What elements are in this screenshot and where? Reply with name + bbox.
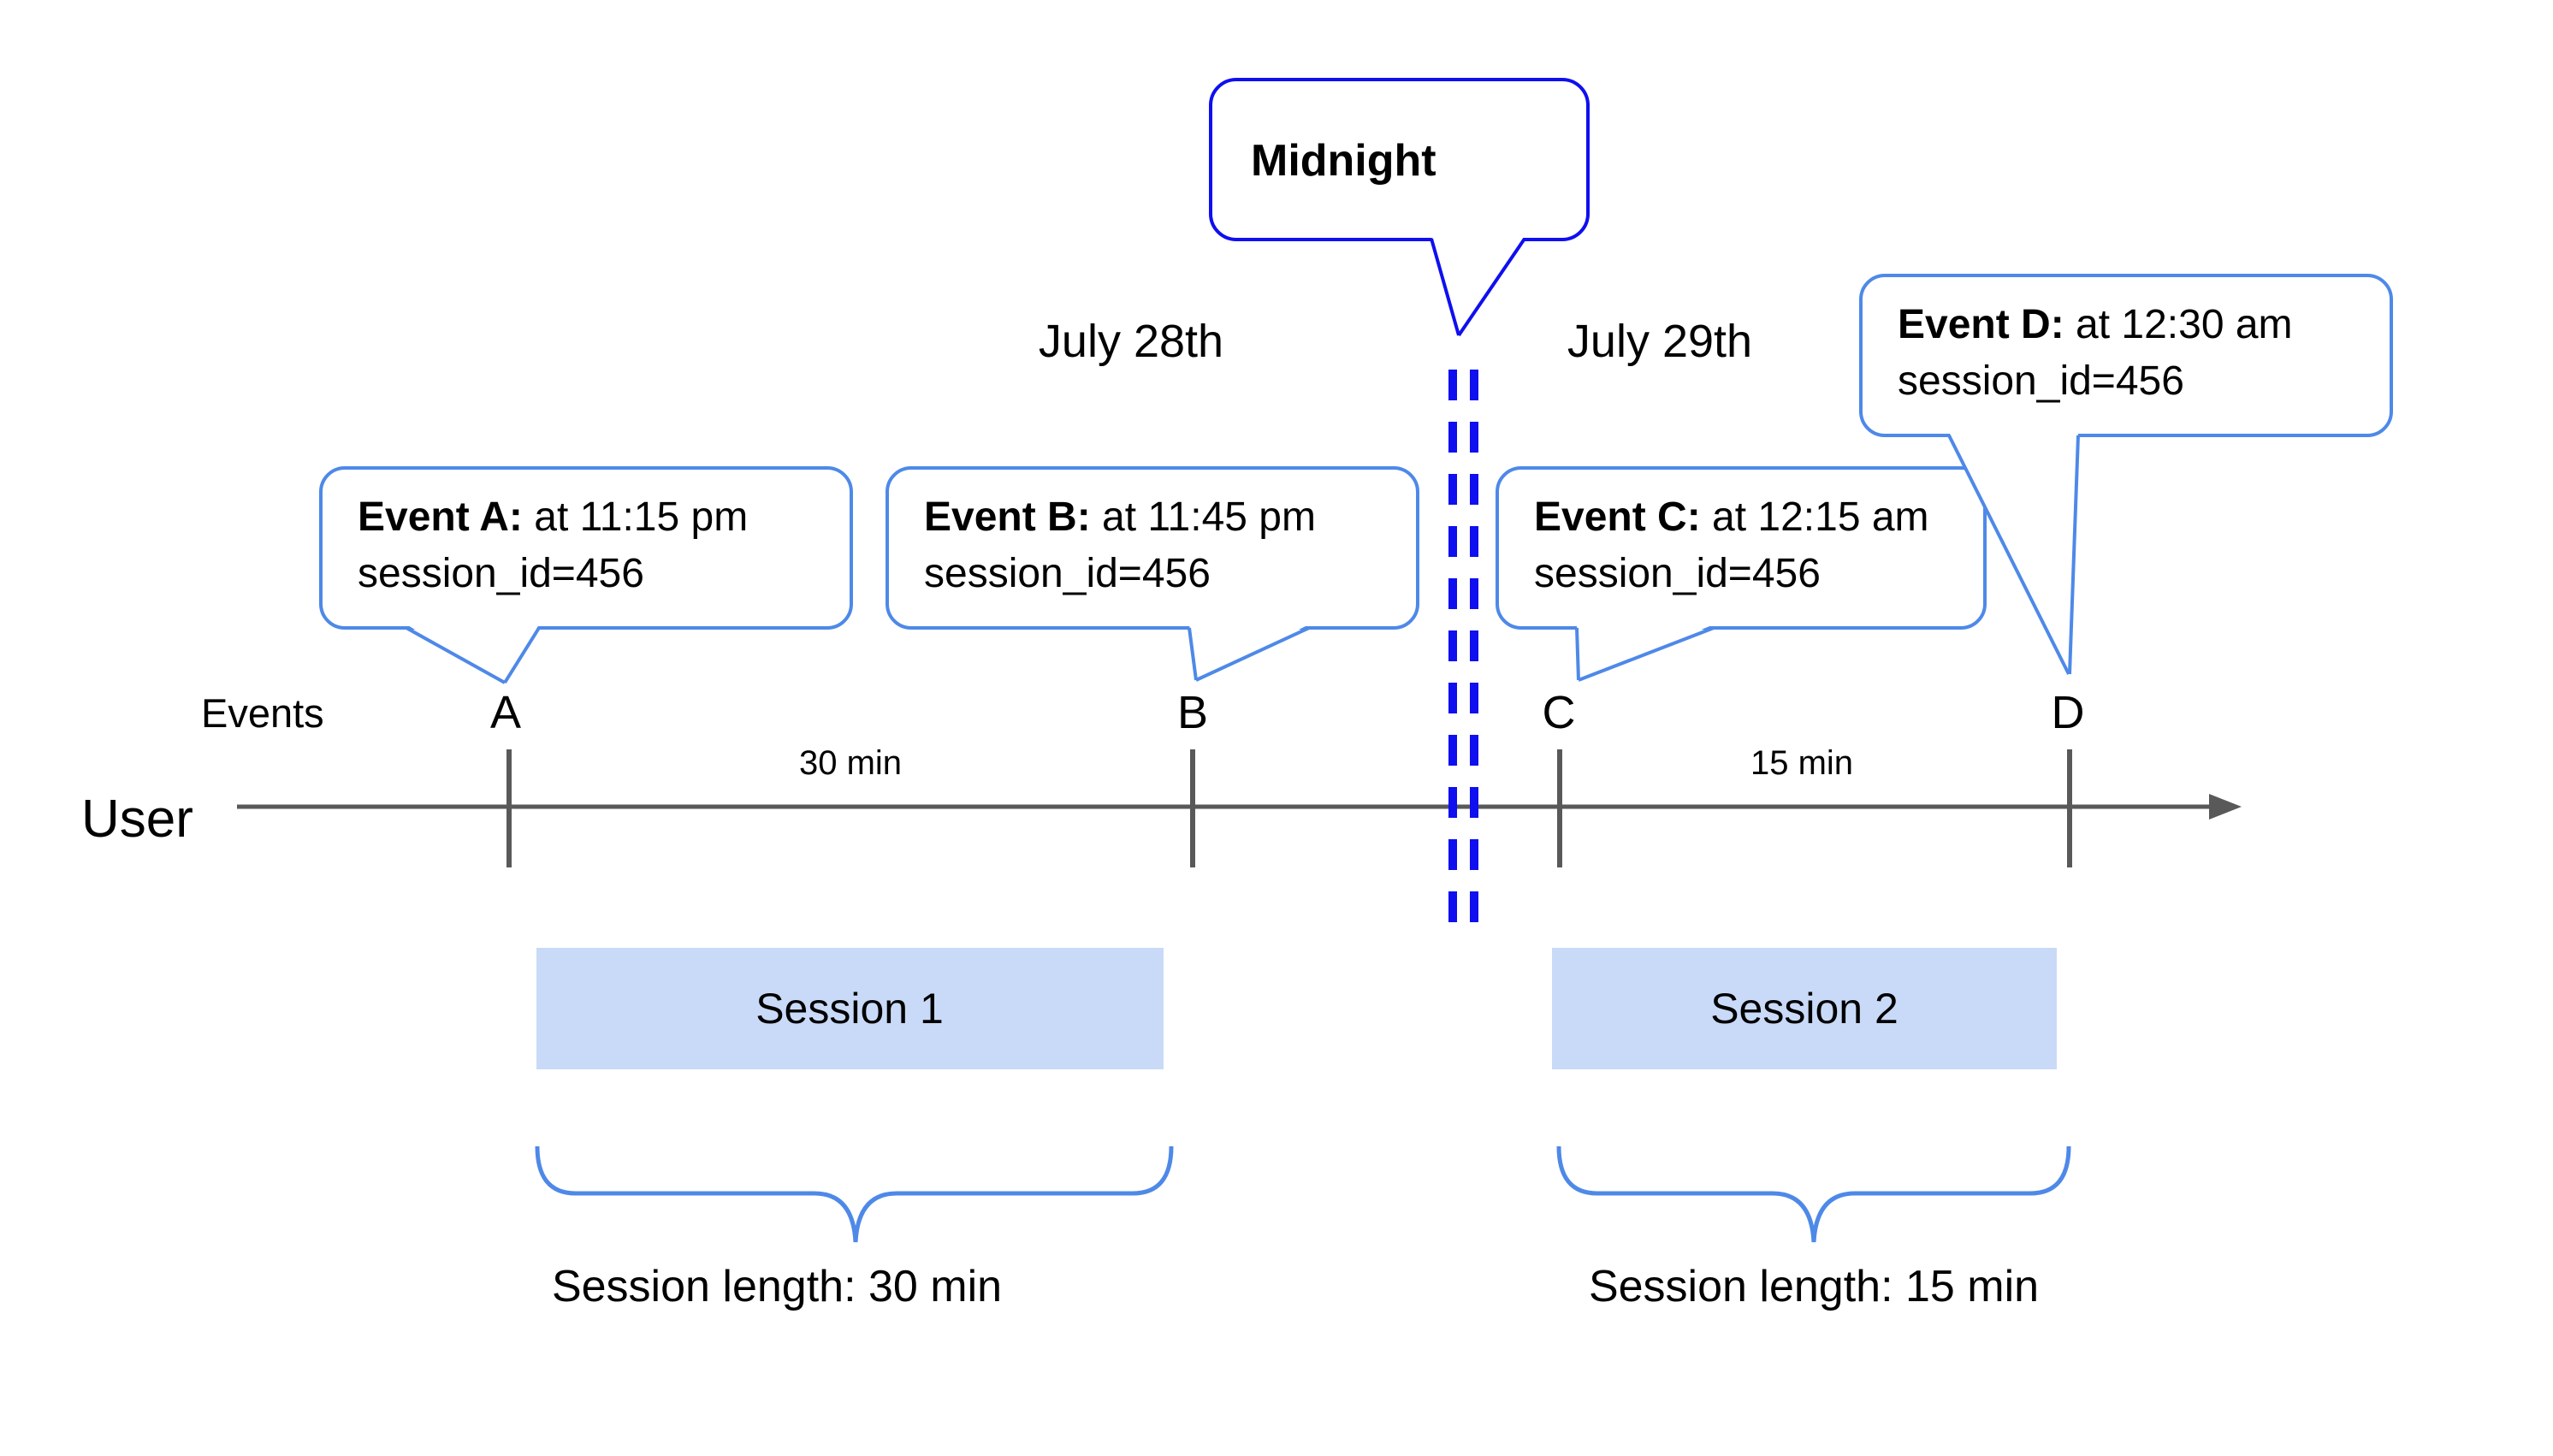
session-2-box	[1552, 948, 2057, 1069]
event-c-tail-edge-left	[1575, 627, 1580, 681]
event-d-bubble	[1859, 274, 2393, 437]
timeline-arrowhead	[2209, 794, 2242, 820]
event-b-title: Event B:	[924, 494, 1091, 540]
event-marker-b: B	[1176, 687, 1209, 738]
event-b-bubble	[886, 466, 1419, 630]
event-b-bubble-tail	[1189, 624, 1309, 680]
session-2-label: Session 2	[1710, 985, 1898, 1033]
event-marker-c: C	[1542, 687, 1576, 738]
event-a-tail-edge-left	[406, 626, 506, 684]
event-d-title: Event D:	[1898, 302, 2064, 347]
event-c-tail-edge-right	[1578, 626, 1715, 682]
event-a-title: Event A:	[358, 494, 523, 540]
event-c-bubble	[1496, 466, 1987, 630]
event-a-text-line2: session_id=456	[358, 551, 644, 596]
event-c-title: Event C:	[1534, 494, 1701, 540]
session-1-length-label: Session length: 30 min	[551, 1262, 1003, 1311]
interval-30min-label: 30 min	[798, 744, 903, 782]
date-july-29: July 29th	[1567, 316, 1753, 367]
event-c-time: at 12:15 am	[1700, 494, 1929, 540]
event-d-tail-edge-right	[2068, 435, 2080, 675]
event-b-text-line2: session_id=456	[924, 551, 1211, 596]
event-a-text-line1: Event A: at 11:15 pm	[358, 489, 748, 546]
event-d-text-line1: Event D: at 12:30 am	[1898, 297, 2293, 353]
session-1-box	[536, 948, 1164, 1069]
event-b-tail-edge-right	[1195, 626, 1310, 682]
event-b-tail-edge-left	[1188, 627, 1198, 681]
event-c-text-line1: Event C: at 12:15 am	[1534, 489, 1929, 546]
midnight-tail-edge-right	[1457, 237, 1526, 337]
session-1-label: Session 1	[755, 985, 944, 1033]
session-2-length-label: Session length: 15 min	[1588, 1262, 2040, 1311]
event-d-time: at 12:30 am	[2064, 302, 2293, 347]
event-marker-a: A	[489, 687, 522, 738]
event-d-text-line2: session_id=456	[1898, 358, 2184, 404]
event-a-bubble	[319, 466, 853, 630]
user-axis-label: User	[81, 790, 193, 849]
midnight-tail-edge-left	[1430, 238, 1460, 336]
session-2-brace	[1556, 1145, 2071, 1243]
events-axis-label: Events	[201, 690, 324, 736]
midnight-bubble	[1209, 78, 1590, 241]
midnight-label: Midnight	[1251, 136, 1436, 186]
session-1-brace	[535, 1145, 1174, 1243]
interval-15min-label: 15 min	[1750, 744, 1854, 782]
date-july-28: July 28th	[1038, 316, 1224, 367]
event-c-text-line2: session_id=456	[1534, 551, 1821, 596]
event-a-tail-edge-right	[503, 626, 541, 684]
midnight-bubble-tail	[1431, 236, 1525, 335]
event-a-time: at 11:15 pm	[522, 494, 749, 540]
event-d-tail-edge-left	[1947, 435, 2070, 675]
event-a-bubble-tail	[406, 624, 539, 683]
event-d-bubble-tail	[1949, 432, 2078, 674]
event-b-text-line1: Event B: at 11:45 pm	[924, 489, 1316, 546]
event-marker-d: D	[2051, 687, 2085, 738]
event-b-time: at 11:45 pm	[1090, 494, 1316, 540]
